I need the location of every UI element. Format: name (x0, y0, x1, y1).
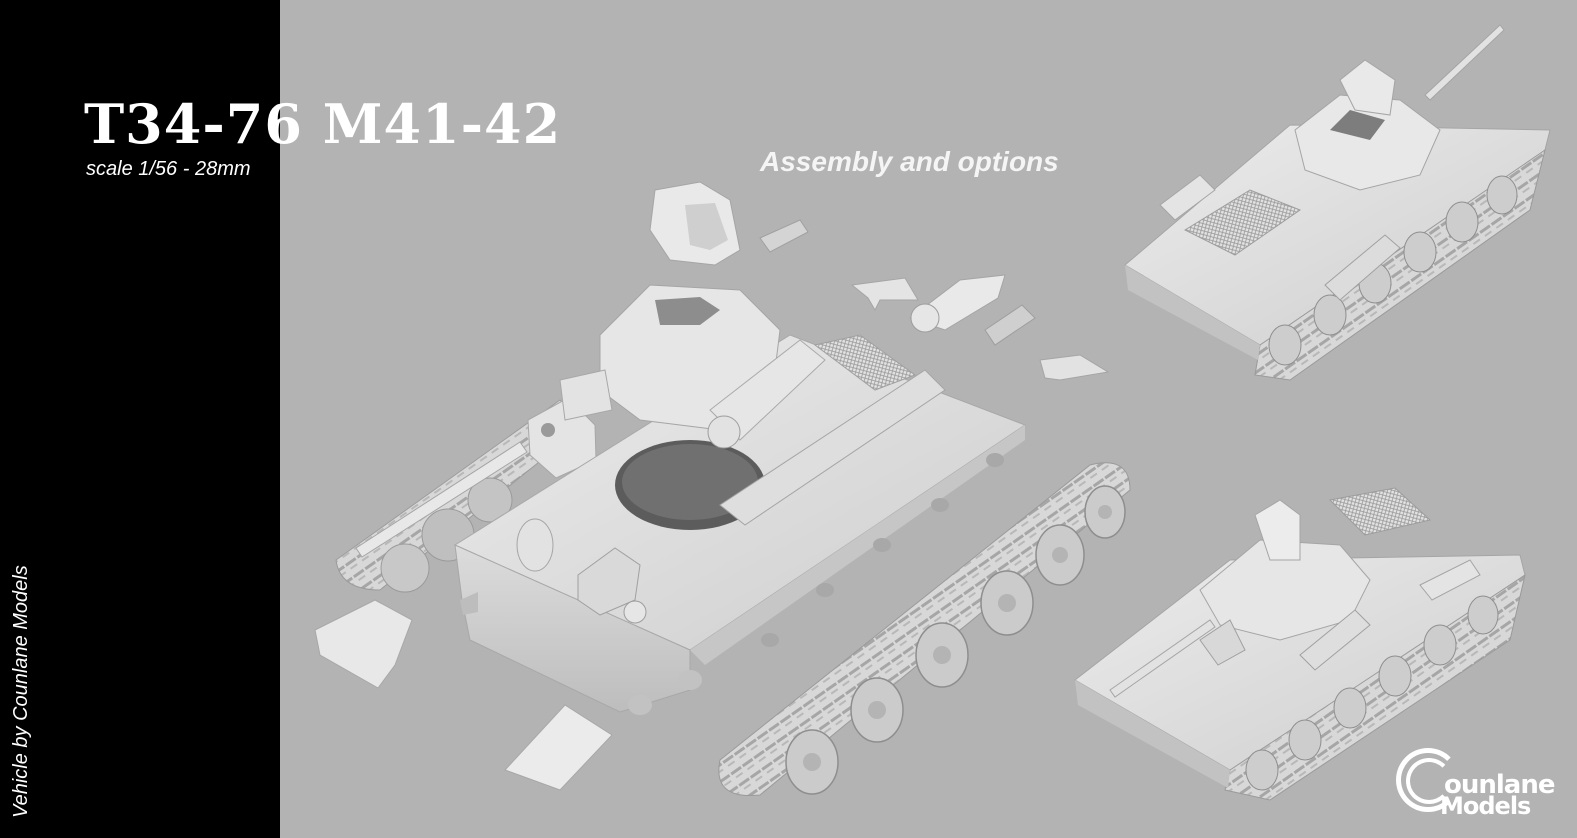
scale-subtitle: scale 1/56 - 28mm (86, 158, 251, 180)
side-panel (0, 0, 280, 838)
logo-text-line1: ounlane (1444, 770, 1555, 800)
logo-text-line2: Models (1440, 792, 1531, 820)
logo-c-outer-ring (1396, 748, 1460, 812)
render-area (314, 24, 1551, 801)
logo-c-inner-ring (1406, 758, 1452, 804)
counlane-logo: ounlane Models (1396, 748, 1556, 828)
detached-track (718, 462, 1131, 797)
vehicle-credit: Vehicle by Counlane Models (10, 565, 32, 818)
exploded-assembly (314, 181, 1110, 791)
model-title: T34-76 M41-42 (84, 92, 562, 156)
assembled-front-view (1074, 487, 1526, 801)
assembled-rear-view (1124, 24, 1551, 381)
assembly-heading: Assembly and options (760, 146, 1059, 177)
